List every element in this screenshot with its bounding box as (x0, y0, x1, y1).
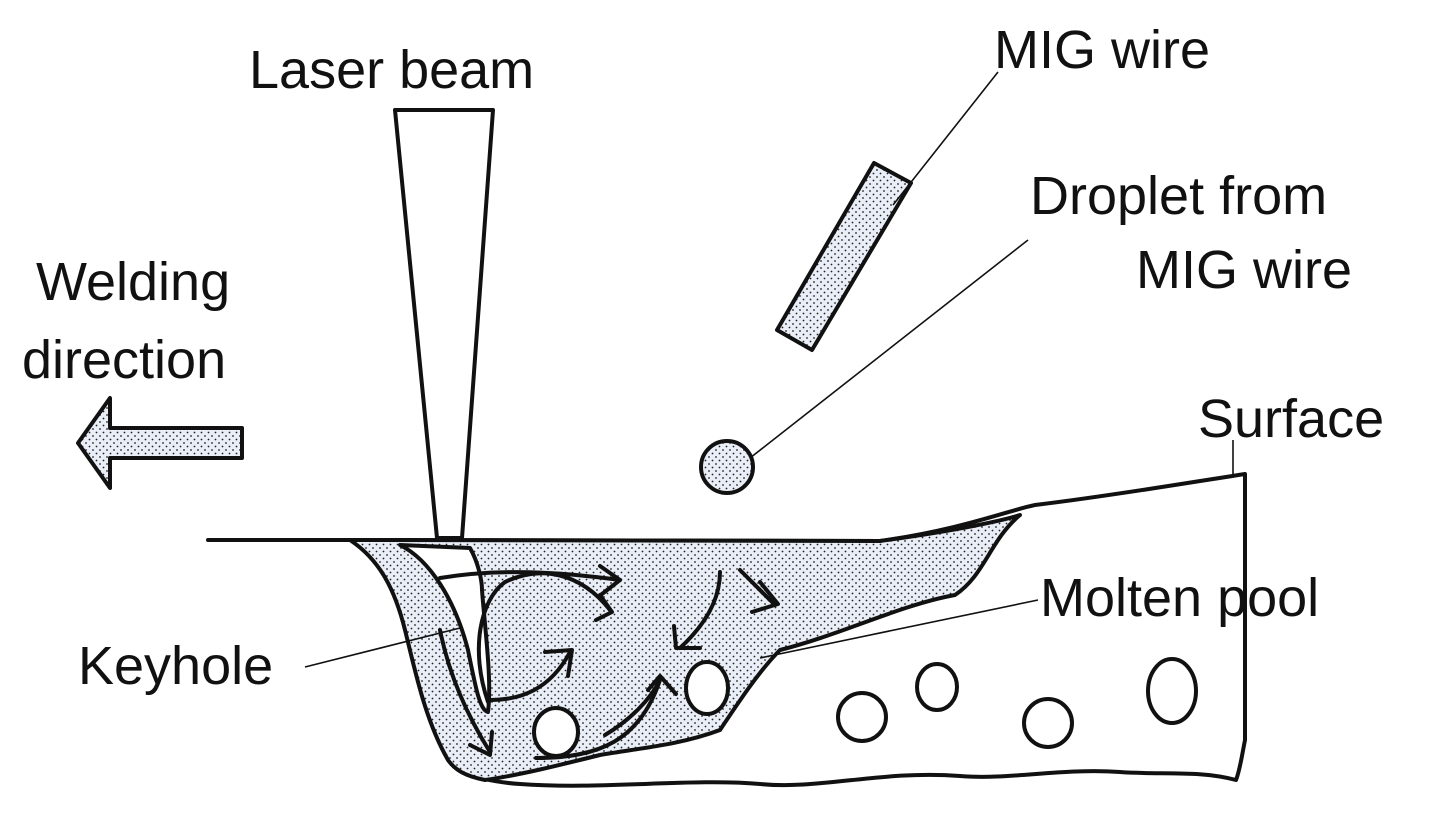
pore (684, 660, 730, 716)
keyhole-label: Keyhole (78, 636, 273, 696)
welding-direction-label-line2: direction (22, 330, 226, 390)
welding-direction-arrow-icon (76, 396, 244, 490)
leader-line-droplet (749, 239, 1029, 459)
mig-wire-label: MIG wire (994, 20, 1210, 80)
droplet-label-line2: MIG wire (1136, 240, 1352, 300)
pores (532, 657, 1198, 758)
leader-line-keyhole (304, 627, 461, 668)
droplet-label-line1: Droplet from (1030, 166, 1327, 226)
pore (1146, 657, 1198, 725)
laser-beam-label: Laser beam (249, 40, 534, 100)
surface-label: Surface (1198, 389, 1384, 449)
droplet-shape (699, 439, 755, 495)
leader-lines (304, 71, 1234, 668)
pore (1022, 697, 1074, 749)
pore (915, 662, 959, 712)
mig-wire-shape (775, 161, 913, 352)
leader-line-mig-wire (892, 71, 999, 206)
pore (532, 706, 580, 758)
leader-line-molten-pool (759, 599, 1039, 659)
molten-pool-label: Molten pool (1040, 568, 1319, 628)
welding-direction-label-line1: Welding (36, 252, 230, 312)
laser-beam-shape (393, 108, 495, 540)
pore (836, 691, 888, 743)
keyhole-cavity (398, 543, 492, 714)
workpiece-outline (206, 472, 1247, 788)
flow-arrows (438, 564, 780, 760)
